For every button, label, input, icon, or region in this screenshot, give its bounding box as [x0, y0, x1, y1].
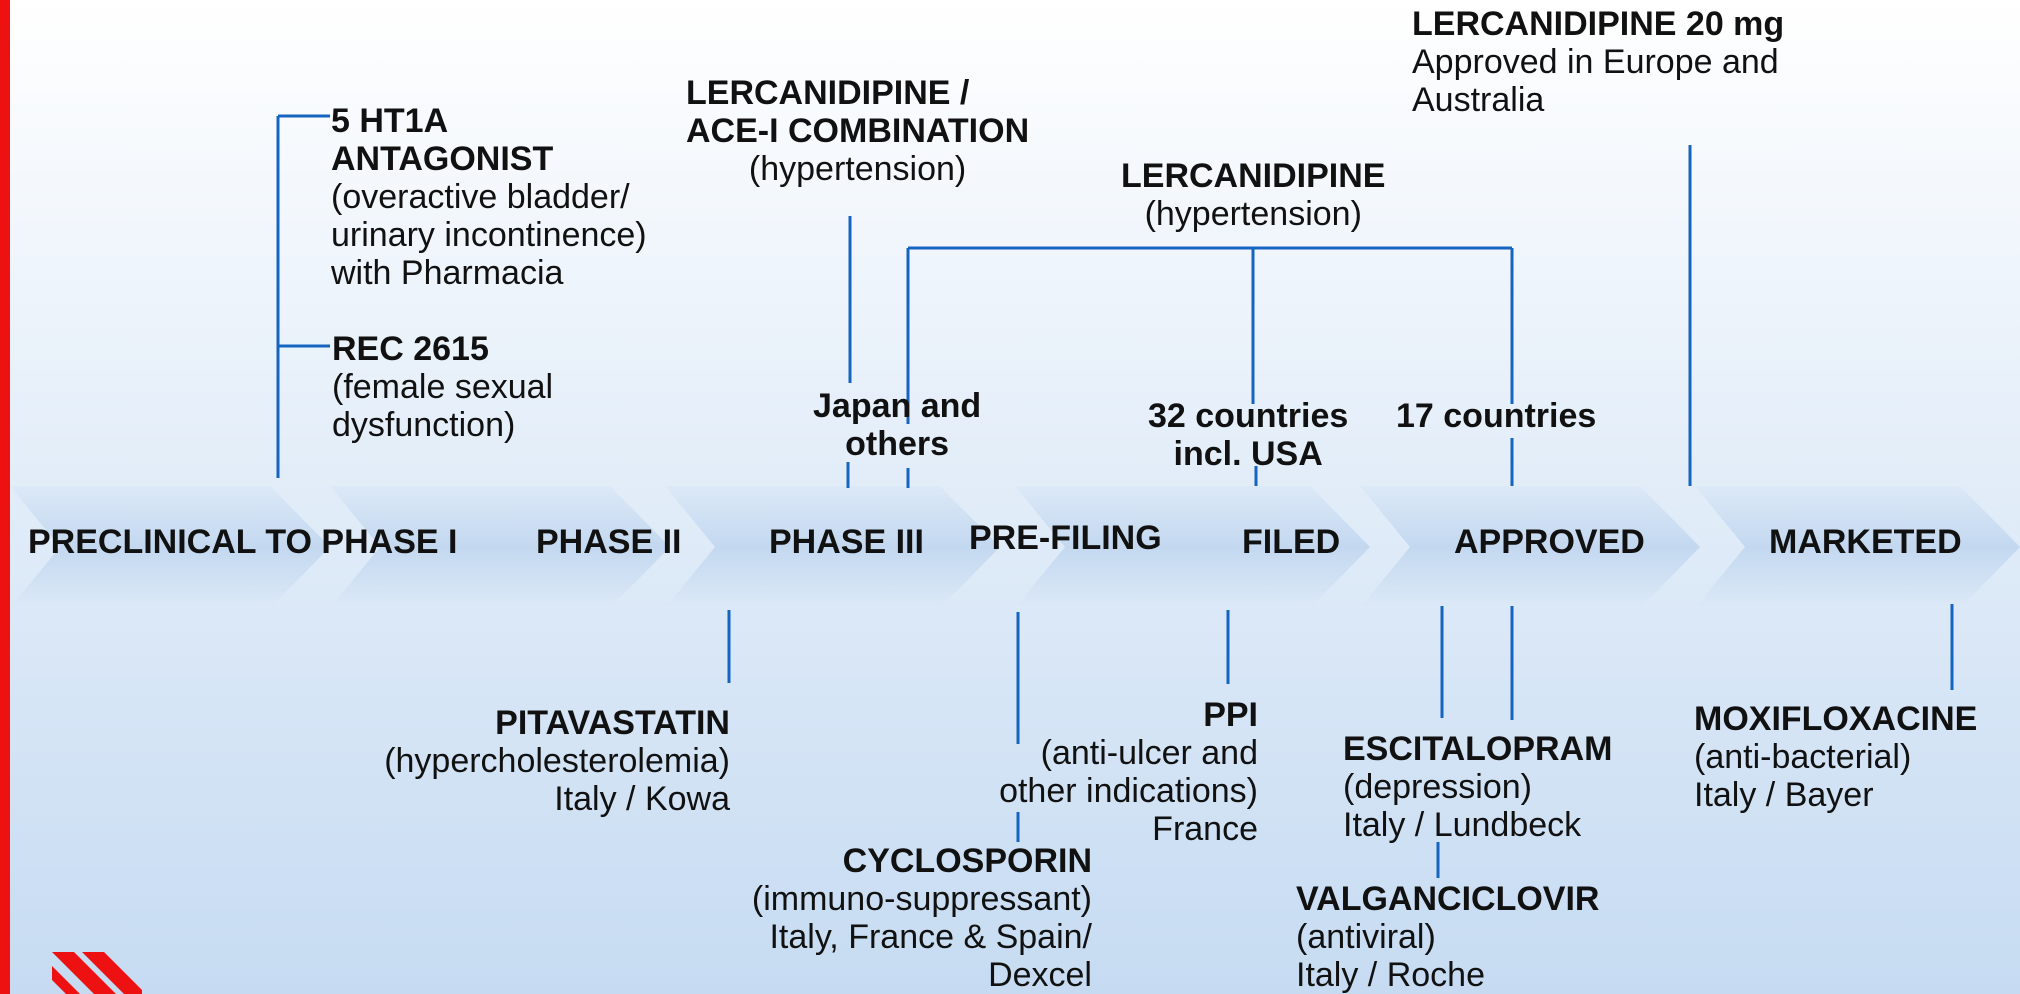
chevron-approved — [1360, 486, 1700, 608]
chevron-marketed — [1695, 486, 2020, 608]
stage-preclinical-to-phase-i: PRECLINICAL TO PHASE I — [28, 523, 458, 561]
product-cyclosporin: CYCLOSPORIN (immuno-suppressant) Italy, … — [751, 842, 1092, 994]
chevron-phase-iii — [665, 486, 1000, 608]
stage-approved: APPROVED — [1454, 523, 1645, 561]
product-moxifloxacine: MOXIFLOXACINE (anti-bacterial) Italy / B… — [1694, 700, 1978, 814]
product-lercanidipine-20mg: LERCANIDIPINE 20 mg Approved in Europe a… — [1412, 5, 1785, 119]
stage-filed: FILED — [1242, 523, 1341, 561]
product-escitalopram: ESCITALOPRAM (depression) Italy / Lundbe… — [1343, 730, 1613, 844]
stage-phase-ii: PHASE II — [536, 523, 682, 561]
product-lercanidipine-ace-i: LERCANIDIPINE / ACE-I COMBINATION (hyper… — [686, 74, 1030, 188]
left-red-bar — [0, 0, 10, 994]
stage-phase-iii: PHASE III — [769, 523, 924, 561]
product-valganciclovir: VALGANCICLOVIR (antiviral) Italy / Roche — [1296, 880, 1600, 994]
stage-pre-filing: PRE-FILING — [969, 519, 1162, 557]
product-rec-2615: REC 2615 (female sexual dysfunction) — [332, 330, 554, 444]
17-countries-label: 17 countries — [1396, 397, 1597, 435]
japan-and-others-label: Japan and others — [813, 387, 982, 463]
product-5ht1a-antagonist: 5 HT1A ANTAGONIST (overactive bladder/ u… — [331, 102, 647, 292]
product-lercanidipine: LERCANIDIPINE (hypertension) — [1121, 157, 1386, 233]
stage-marketed: MARKETED — [1769, 523, 1962, 561]
company-logo-icon — [52, 952, 142, 994]
product-ppi: PPI (anti-ulcer and other indications) F… — [999, 696, 1258, 848]
product-pitavastatin: PITAVASTATIN (hypercholesterolemia) Ital… — [384, 704, 730, 818]
chevron-phase-ii — [330, 486, 670, 608]
32-countries-label: 32 countries incl. USA — [1148, 397, 1349, 473]
chevron-preclinical — [10, 486, 330, 608]
chevron-filing — [1015, 486, 1370, 608]
